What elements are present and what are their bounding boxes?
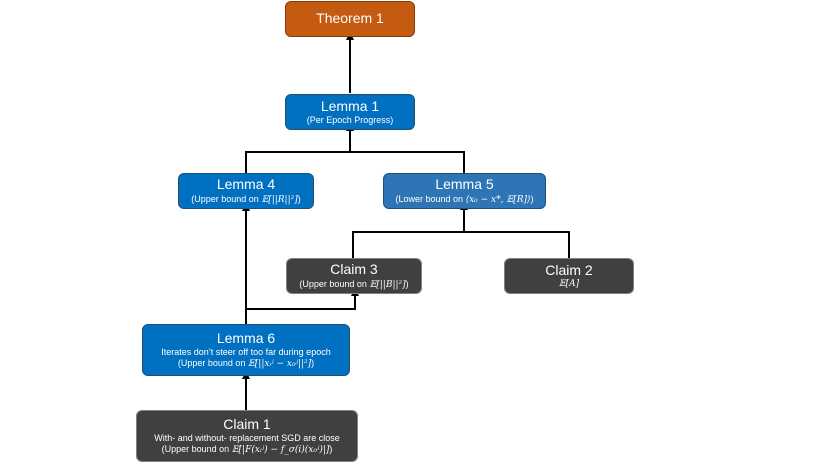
claim1-subtitle: With- and without- replacement SGD are c…	[154, 433, 340, 443]
lemma5-node: Lemma 5 (Lower bound on ⟨x₀ − x*, 𝔼[R]⟩)	[383, 173, 546, 209]
lemma6-subtitle: Iterates don’t steer off too far during …	[161, 347, 331, 357]
lemma5-sub-suffix: )	[530, 193, 534, 204]
lemma6-subtitle-2: (Upper bound on 𝔼[||xᵢʲ − x₀ʲ||²])	[178, 358, 314, 370]
lemma4-subtitle: (Upper bound on 𝔼[||R||²])	[191, 194, 300, 206]
claim3-node: Claim 3 (Upper bound on 𝔼[||B||²])	[286, 258, 422, 294]
claim2-math: 𝔼[A]	[558, 279, 580, 290]
claim3-subtitle: (Upper bound on 𝔼[||B||²])	[299, 279, 408, 291]
claim3-math: 𝔼[||B||²]	[369, 279, 406, 290]
claim1-node: Claim 1 With- and without- replacement S…	[136, 410, 358, 462]
claim2-node: Claim 2 𝔼[A]	[504, 258, 634, 294]
claim1-title: Claim 1	[223, 415, 271, 432]
lemma6-sub2-prefix: (Upper bound on	[177, 358, 248, 369]
lemma5-math: ⟨x₀ − x*, 𝔼[R]⟩	[465, 194, 531, 205]
lemma5-subtitle: (Lower bound on ⟨x₀ − x*, 𝔼[R]⟩)	[396, 194, 534, 206]
connector-lemma4-lemma5	[245, 151, 465, 173]
lemma4-title: Lemma 4	[216, 176, 276, 193]
lemma1-node: Lemma 1 (Per Epoch Progress)	[285, 94, 415, 130]
lemma4-sub-suffix: )	[297, 193, 301, 204]
lemma6-math: 𝔼[||xᵢʲ − x₀ʲ||²]	[247, 359, 312, 370]
lemma5-title: Lemma 5	[435, 176, 494, 193]
theorem1-title: Theorem 1	[316, 10, 384, 27]
claim1-sub2-prefix: (Upper bound on	[161, 444, 232, 455]
claim2-title: Claim 2	[545, 261, 593, 278]
claim3-title: Claim 3	[330, 261, 378, 278]
lemma5-sub-prefix: (Lower bound on	[395, 193, 466, 204]
lemma1-title: Lemma 1	[320, 97, 380, 114]
lemma4-sub-prefix: (Upper bound on	[191, 193, 262, 204]
claim1-math: 𝔼[|F(xᵢʲ) − f_σ(i)(x₀ʲ)|]	[231, 445, 330, 456]
claim3-sub-prefix: (Upper bound on	[299, 278, 370, 289]
lemma4-node: Lemma 4 (Upper bound on 𝔼[||R||²])	[178, 173, 314, 209]
claim3-sub-suffix: )	[405, 278, 409, 289]
lemma4-math: 𝔼[||R||²]	[261, 194, 298, 205]
lemma6-sub2-suffix: )	[311, 358, 315, 369]
theorem1-node: Theorem 1	[285, 1, 415, 37]
claim1-subtitle-2: (Upper bound on 𝔼[|F(xᵢʲ) − f_σ(i)(x₀ʲ)|…	[162, 444, 333, 456]
lemma6-node: Lemma 6 Iterates don’t steer off too far…	[142, 324, 350, 376]
claim1-sub2-suffix: )	[329, 444, 333, 455]
lemma6-title: Lemma 6	[216, 329, 276, 346]
arrow-lemma6-to-claim3	[246, 288, 359, 310]
lemma1-subtitle: (Per Epoch Progress)	[306, 115, 394, 126]
connector-claim3-claim2	[352, 231, 570, 258]
